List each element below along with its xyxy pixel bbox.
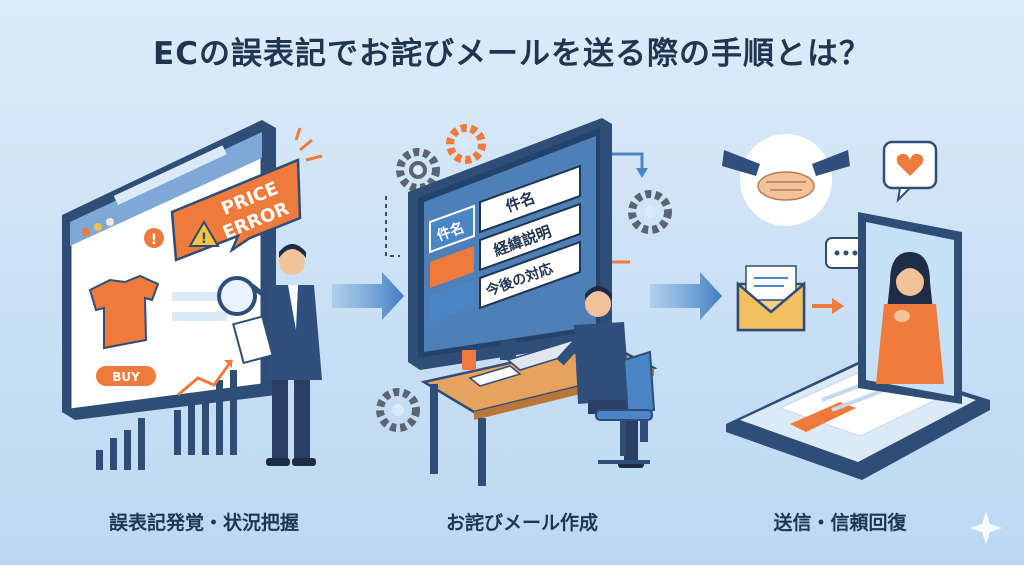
envelope-icon [736,265,806,332]
arrow-step2-to-step3 [650,272,722,320]
step2-caption: お詫びメール作成 [445,512,598,534]
step3-illustration [722,134,1002,544]
gear-icon [396,148,440,192]
bar-chart-graphic [96,359,237,470]
gear-right-icon [628,190,672,234]
woman-smiling [876,252,944,384]
sparkle-icon [970,512,1002,544]
man-typing [556,286,644,468]
step3-caption: 送信・信頼回復 [773,512,907,534]
field-background [479,202,581,272]
svg-text:!: ! [151,232,157,248]
price-error-banner: ! PRICE ERROR ! [144,127,323,262]
step1-caption: 誤表記発覚・状況把握 [108,512,299,534]
office-chair [595,350,656,464]
smartphone [726,212,990,480]
tshirt-icon [88,274,160,350]
heart-bubble-icon [882,140,938,203]
field-subject [479,164,581,234]
browser-window: BUY [62,120,276,420]
man-investigating [217,244,322,466]
step1-illustration: BUY ! PRICE ERROR ! [62,120,323,470]
arrow-step1-to-step2 [332,272,404,320]
buy-button-label: BUY [112,370,140,384]
handshake-icon [722,134,850,226]
orange-gear-icon [446,124,486,164]
buy-button [96,366,156,386]
step2-illustration: 件名 件名 経緯説明 今後の対応 [376,118,672,486]
magnifier-icon [217,276,257,316]
page-title: ECの誤表記でお詫びメールを送る際の手順とは？ [153,36,871,72]
computer-monitor: 件名 件名 経緯説明 今後の対応 [408,118,612,370]
svg-text:!: ! [201,231,207,247]
gear-lower-icon [376,388,420,432]
field-next-steps [479,240,581,310]
